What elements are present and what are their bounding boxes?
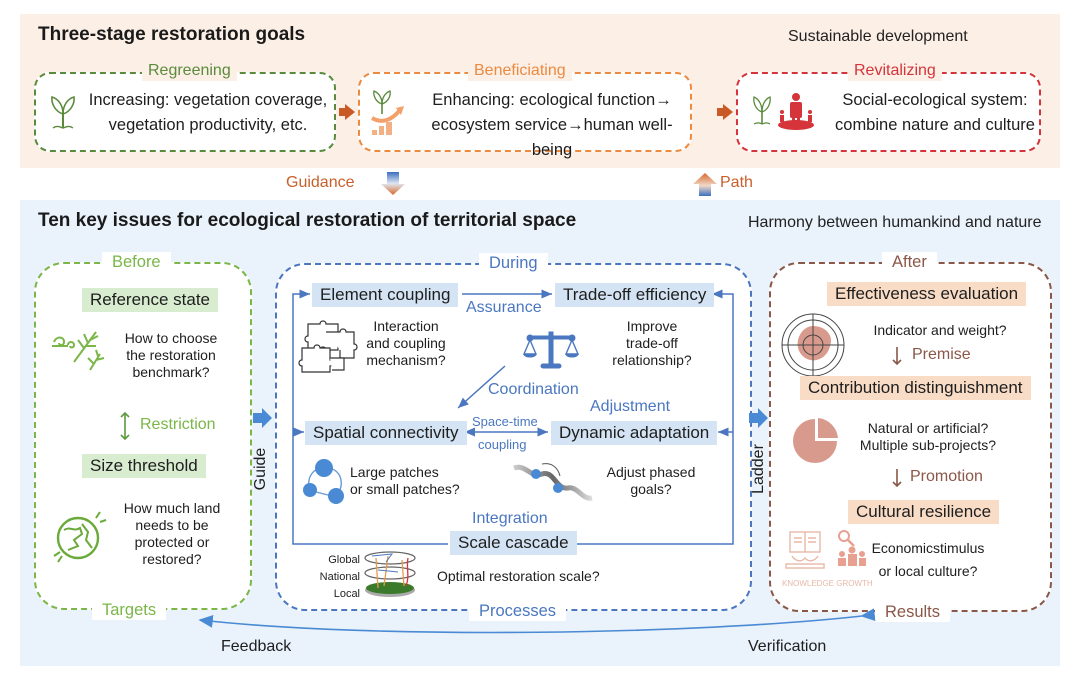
knowledge-growth-caption: KNOWLEDGE GROWTH	[782, 579, 873, 588]
stage-revitalizing-tag: Revitalizing	[848, 61, 942, 81]
scale-cascade-question: Optimal restoration scale?	[437, 568, 600, 584]
ten-key-issues-title: Ten key issues for ecological restoratio…	[38, 210, 577, 231]
size-threshold-question: How much land needs to be protected or r…	[123, 500, 221, 567]
globe-land-icon	[53, 511, 107, 563]
restriction-label: Restriction	[140, 416, 216, 433]
promotion-down-arrow-icon	[892, 469, 902, 488]
adjustment-label: Adjustment	[590, 398, 671, 415]
guidance-label: Guidance	[286, 174, 355, 191]
issue-tradeoff-efficiency: Trade-off efficiency	[555, 283, 715, 307]
assurance-label: Assurance	[466, 299, 542, 316]
coordination-label: Coordination	[488, 381, 579, 398]
issue-reference-state: Reference state	[82, 288, 219, 312]
promotion-label: Promotion	[910, 468, 983, 485]
dynamic-path-icon	[513, 463, 593, 501]
phase-before-tag: Before	[102, 252, 171, 272]
contribution-question: Natural or artificial? Multiple sub-proj…	[859, 420, 997, 453]
issue-effectiveness-evaluation: Effectiveness evaluation	[827, 282, 1027, 306]
issue-spatial-connectivity: Spatial connectivity	[305, 421, 467, 445]
stage-arrow-2	[717, 104, 733, 120]
reference-plant-icon	[52, 331, 105, 371]
scale-layers-icon	[364, 551, 416, 597]
effectiveness-question: Indicator and weight?	[873, 322, 1007, 338]
stage-regreening: Regreening Increasing: vegetation covera…	[34, 61, 336, 152]
scale-levels: Global National Local	[319, 554, 360, 600]
reference-state-question: How to choose the restoration benchmark?	[124, 330, 218, 380]
issue-contribution-distinguishment: Contribution distinguishment	[800, 376, 1031, 400]
puzzle-icon	[298, 320, 358, 373]
stage-beneficiating-tag: Beneficiating	[468, 61, 572, 81]
path-up-arrow-icon	[693, 173, 717, 196]
element-coupling-question: Interaction and coupling mechanism?	[366, 318, 446, 368]
pie-chart-icon	[793, 418, 838, 463]
guide-arrow-icon	[253, 408, 272, 428]
stage-beneficiating-line1: Enhancing: ecological function→	[432, 91, 672, 109]
stage-regreening-tag: Regreening	[142, 61, 237, 81]
tradeoff-question: Improve trade-off relationship?	[612, 318, 692, 368]
phase-before-footer: Targets	[92, 600, 167, 620]
premise-down-arrow-icon	[892, 347, 902, 366]
verification-label: Verification	[748, 638, 827, 655]
phase-after-tag: After	[882, 252, 937, 272]
stage-beneficiating-line2: ecosystem service→human well-being	[431, 116, 673, 159]
phase-during-tag: During	[479, 253, 548, 273]
coupling-label: coupling	[478, 437, 527, 452]
stage-arrow-1	[339, 104, 355, 120]
three-stage-goals-title: Three-stage restoration goals	[38, 24, 306, 45]
path-label: Path	[720, 174, 753, 191]
cultural-resilience-question: Economicstimulus or local culture?	[871, 540, 985, 579]
stage-revitalizing-line2: combine nature and culture	[835, 116, 1035, 134]
habitat-patches-icon	[303, 459, 344, 504]
dynamic-adaptation-question: Adjust phased goals?	[606, 464, 696, 497]
evaluation-target-icon	[781, 313, 845, 377]
stage-beneficiating: Beneficiating Enhancing: ecological func…	[358, 61, 692, 159]
seedling-growth-icon	[370, 90, 404, 135]
seedling-people-icon	[753, 93, 814, 130]
knowledge-growth-icon	[785, 530, 866, 569]
sustainable-development-label: Sustainable development	[788, 28, 968, 45]
seedling-icon	[51, 95, 75, 129]
space-time-label: Space-time	[472, 414, 538, 429]
issue-element-coupling: Element coupling	[312, 283, 459, 307]
integration-label: Integration	[472, 510, 548, 527]
stage-regreening-line1: Increasing: vegetation coverage,	[88, 91, 328, 109]
phase-after-footer: Results	[875, 602, 951, 622]
spatial-connectivity-question: Large patches or small patches?	[350, 464, 460, 497]
ladder-arrow-icon	[749, 408, 768, 428]
stage-regreening-line2: vegetation productivity, etc.	[108, 116, 308, 134]
harmony-label: Harmony between humankind and nature	[748, 214, 1042, 231]
issue-size-threshold: Size threshold	[82, 454, 206, 478]
stage-revitalizing: Revitalizing Social-ecological system: c…	[736, 61, 1041, 152]
stage-revitalizing-line1: Social-ecological system:	[842, 91, 1028, 109]
phase-before: Before Targets Reference state How to ch…	[34, 252, 252, 620]
issue-scale-cascade: Scale cascade	[450, 531, 577, 555]
balance-scale-icon	[522, 331, 580, 369]
issue-cultural-resilience: Cultural resilience	[848, 500, 1000, 524]
issue-dynamic-adaptation: Dynamic adaptation	[551, 421, 718, 445]
guidance-down-arrow-icon	[381, 172, 405, 195]
feedback-label: Feedback	[221, 638, 292, 655]
restriction-double-arrow-icon	[120, 411, 130, 441]
premise-label: Premise	[912, 346, 971, 363]
